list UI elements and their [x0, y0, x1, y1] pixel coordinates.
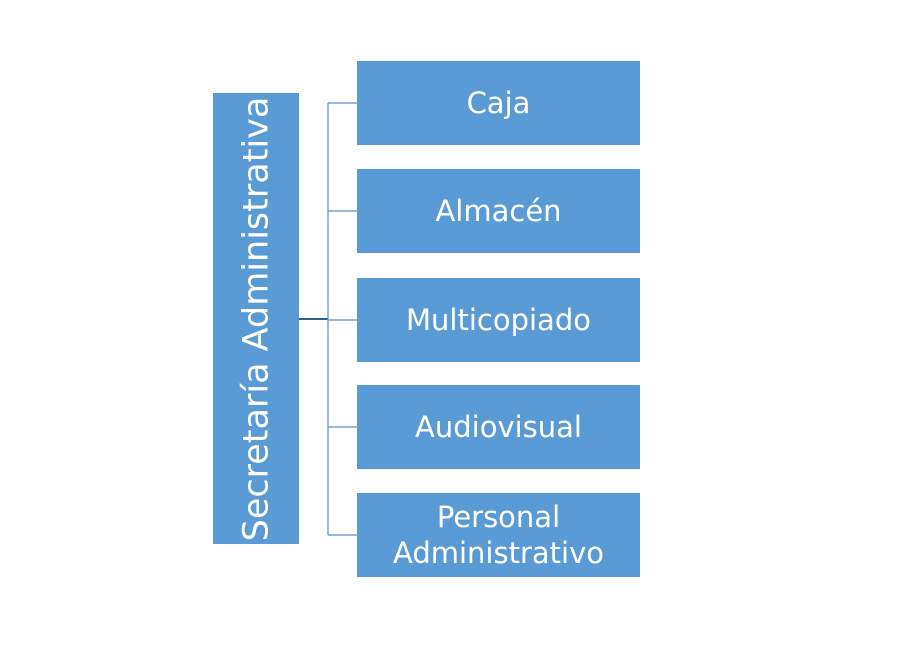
- child-node-almacen: Almacén: [357, 169, 640, 253]
- child-node-personal-administrativo: Personal Administrativo: [357, 493, 640, 577]
- root-node: Secretaría Administrativa: [213, 93, 299, 544]
- child-node-audiovisual: Audiovisual: [357, 385, 640, 469]
- root-node-label: Secretaría Administrativa: [236, 96, 276, 541]
- child-node-multicopiado: Multicopiado: [357, 278, 640, 362]
- child-node-caja: Caja: [357, 61, 640, 145]
